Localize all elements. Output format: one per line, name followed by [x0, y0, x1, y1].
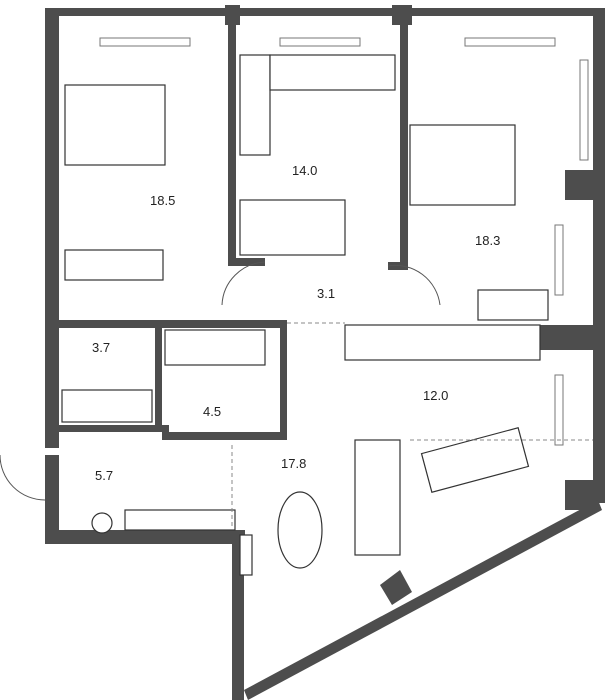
room-area-bedroom-2: 14.0: [292, 163, 317, 178]
bathtub-2: [164, 329, 266, 366]
wardrobe-bedroom-2: [239, 54, 271, 156]
kitchen-counter: [344, 324, 541, 361]
wardrobe-bedroom-1: [64, 249, 164, 281]
bed-bedroom-3: [409, 124, 516, 206]
room-area-bedroom-3: 18.3: [475, 233, 500, 248]
zone-lines: [0, 261, 593, 530]
sofa: [354, 439, 401, 556]
room-area-corridor: 3.1: [317, 286, 335, 301]
rug: [277, 491, 323, 569]
bed-bedroom-1: [64, 84, 166, 166]
windows: [99, 37, 589, 446]
room-area-hallway: 5.7: [95, 468, 113, 483]
bathtub-1: [61, 389, 153, 423]
hall-stool: [91, 512, 113, 534]
room-area-kitchen: 12.0: [423, 388, 448, 403]
furniture: [61, 54, 549, 576]
mirror: [239, 534, 253, 576]
dining-table: [420, 427, 530, 493]
room-area-living-room: 17.8: [281, 456, 306, 471]
room-labels: 18.5 14.0 18.3 3.1 3.7 4.5 12.0 5.7 17.8: [92, 163, 500, 483]
desk: [269, 54, 396, 91]
walls: [45, 5, 605, 700]
bed-bedroom-2: [239, 199, 346, 256]
wardrobe-bedroom-3: [477, 289, 549, 321]
room-area-bathroom-2: 4.5: [203, 404, 221, 419]
room-area-bathroom-1: 3.7: [92, 340, 110, 355]
wardrobe-hall: [124, 509, 236, 531]
room-area-bedroom-1: 18.5: [150, 193, 175, 208]
